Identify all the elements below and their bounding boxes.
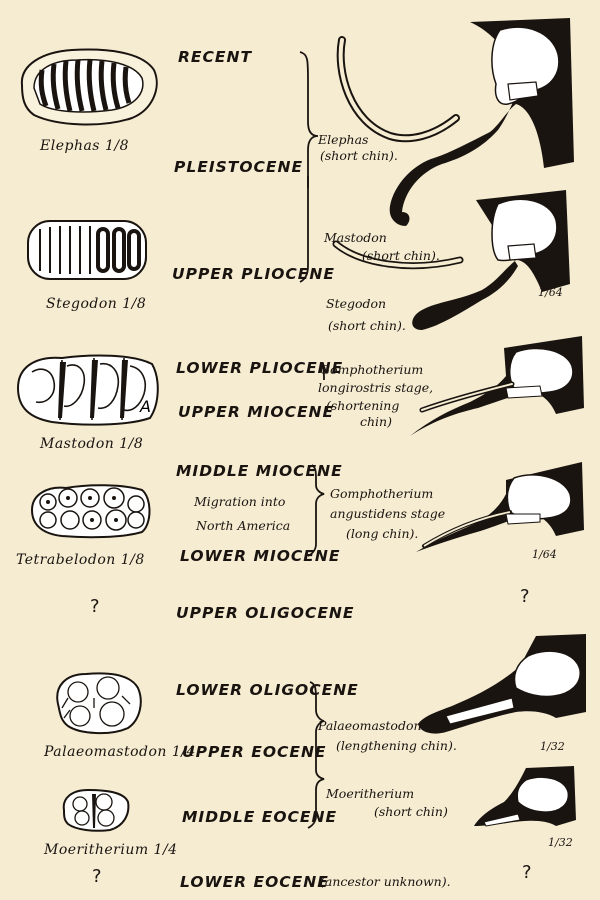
elephas-skull-drawing [336,18,574,226]
skull-note-stegodon-1: Stegodon [326,296,387,311]
skull-note-gomph-angustidens-2: angustidens stage [330,506,446,521]
epoch-upper-pliocene: UPPER PLIOCENE [172,265,335,283]
epoch-lower-oligocene: LOWER OLIGOCENE [176,681,359,699]
svg-text:A: A [139,397,151,416]
skull-note-gomph-longirostris-1: Gomphotherium [320,362,424,377]
skull-note-gomph-longirostris-3: (shortening [326,398,400,413]
skull-note-palaeomastodon-2: (lengthening chin). [336,738,457,753]
epoch-upper-miocene: UPPER MIOCENE [178,403,335,421]
scale-palaeomastodon: 1/32 [540,740,565,753]
palaeomastodon-skull-drawing [418,634,586,734]
gomphotherium-angustidens-skull-drawing [416,462,584,552]
skull-note-gomph-angustidens-3: (long chin). [346,526,419,541]
epoch-lower-miocene: LOWER MIOCENE [180,547,341,565]
epoch-migration-note-1: Migration into [194,494,286,509]
skull-unknown-oligocene: ? [520,586,530,607]
skull-note-gomph-longirostris-4: chin) [360,414,392,429]
skull-note-moeritherium-1: Moeritherium [326,786,415,801]
moeritherium-skull-drawing [474,766,576,827]
tooth-label-palaeomastodon: Palaeomastodon 1/4 [44,744,196,760]
skull-note-moeritherium-2: (short chin) [374,804,448,819]
epoch-middle-eocene: MIDDLE EOCENE [182,808,338,826]
epoch-recent: RECENT [178,48,253,66]
tooth-label-moeritherium: Moeritherium 1/4 [44,842,178,858]
skull-note-elephas-1: Elephas [318,132,369,147]
epoch-upper-eocene: UPPER EOCENE [182,743,327,761]
scale-elephas: 1/64 [538,126,563,139]
epoch-middle-miocene: MIDDLE MIOCENE [176,462,343,480]
epoch-lower-eocene: LOWER EOCENE [180,873,329,891]
tooth-unknown-oligocene: ? [90,596,100,617]
epoch-lower-pliocene: LOWER PLIOCENE [176,359,344,377]
skull-note-mastodon-2: (short chin). [362,248,440,263]
skull-note-gomph-angustidens-1: Gomphotherium [330,486,434,501]
tooth-unknown-lower-eocene: ? [92,866,102,887]
tooth-label-stegodon: Stegodon 1/8 [46,296,147,312]
skull-unknown-lower-eocene: ? [522,862,532,883]
scale-moeritherium: 1/32 [548,836,573,849]
epoch-migration-note-2: North America [196,518,291,533]
scale-mastodon: 1/64 [538,286,563,299]
mastodon-tooth-drawing: A [16,354,159,426]
scale-gomph-angustidens: 1/64 [532,548,557,561]
skull-note-stegodon-2: (short chin). [328,318,406,333]
stegodon-tooth-drawing [27,220,147,280]
elephas-tooth-drawing [20,48,158,126]
bracket-lines [299,51,325,829]
tooth-label-elephas: Elephas 1/8 [40,138,129,154]
tooth-label-tetrabelodon: Tetrabelodon 1/8 [16,552,145,568]
tooth-label-mastodon: Mastodon 1/8 [40,436,144,452]
gomphotherium-longirostris-skull-drawing [410,336,584,436]
skull-note-mastodon-1: Mastodon [324,230,387,245]
tetrabelodon-tooth-drawing [30,484,151,539]
epoch-pleistocene: PLEISTOCENE [174,158,304,176]
palaeomastodon-tooth-drawing [56,672,142,735]
moeritherium-tooth-drawing [62,788,130,832]
mastodon-skull-drawing [332,190,570,330]
epoch-upper-oligocene: UPPER OLIGOCENE [176,604,355,622]
epoch-lower-eocene-note: (ancestor unknown). [320,874,451,889]
skull-note-gomph-longirostris-2: longirostris stage, [318,380,434,395]
skull-note-elephas-2: (short chin). [320,148,398,163]
skull-note-palaeomastodon-1: Palaeomastodon [318,718,422,733]
